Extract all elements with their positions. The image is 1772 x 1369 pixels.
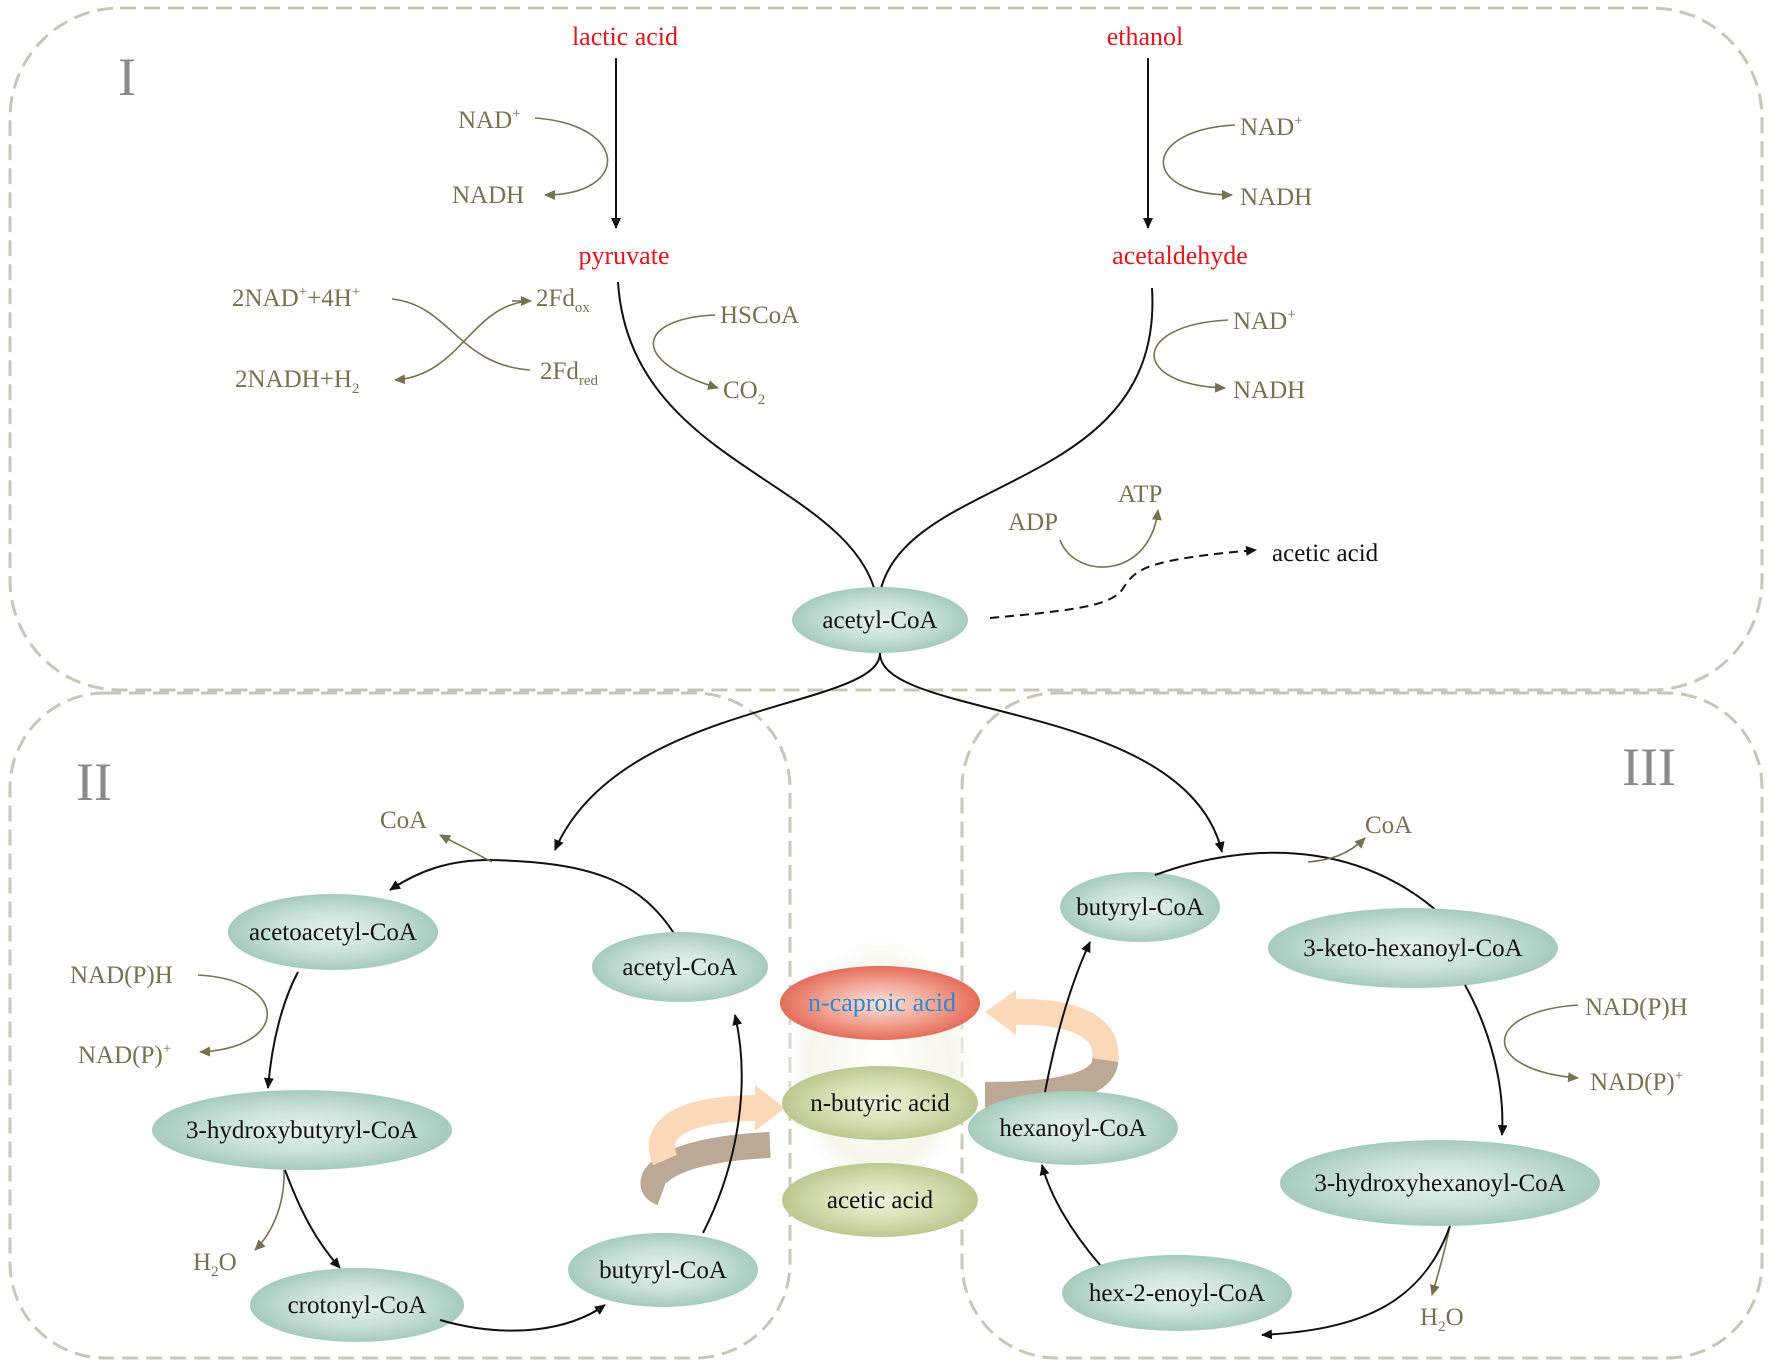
adp-label: ADP (1008, 509, 1058, 536)
right-swoosh-arrowhead (985, 990, 1016, 1035)
butyryl-to-acetyl-arrow-left (702, 1014, 743, 1234)
crotonyl-coa-label: crotonyl-CoA (288, 1292, 427, 1319)
coa-right-label: CoA (1365, 812, 1412, 839)
nad-nadh-curve-right-upper (1162, 124, 1236, 200)
acetyl-coa-left-label: acetyl-CoA (622, 954, 737, 981)
keto-hexanoyl-coa-node (1268, 908, 1558, 988)
hydroxybutyryl-to-crotonyl-arrow (284, 1169, 341, 1269)
pyruvate-label: pyruvate (579, 241, 670, 270)
fd-ox-label: 2Fdox (536, 285, 590, 316)
ethanol-label: ethanol (1107, 22, 1184, 51)
hydroxybutyryl-coa-label: 3-hydroxybutyryl-CoA (186, 1117, 418, 1144)
butyric-acid-label: n-butyric acid (810, 1090, 950, 1117)
hscoa-label: HSCoA (720, 302, 799, 329)
co2-label: CO2 (723, 377, 765, 408)
region-label-three: III (1622, 737, 1676, 797)
butyryl-coa-left-node (568, 1233, 758, 1307)
acetic-acid-center-label: acetic acid (827, 1187, 934, 1214)
nadp-right-label: NAD(P)+ (1590, 1068, 1683, 1096)
nadh-right-upper-label: NADH (1240, 184, 1312, 211)
h2o-right-label: H2O (1420, 1304, 1464, 1335)
nad-right-lower-label: NAD+ (1233, 307, 1296, 335)
hydroxyhexanoyl-to-hexenoyl-arrow (1261, 1225, 1451, 1340)
nadh-left-label: NADH (452, 182, 524, 209)
hex-enoyl-coa-node (1062, 1255, 1292, 1331)
keto-hexanoyl-coa-label: 3-keto-hexanoyl-CoA (1303, 935, 1522, 962)
right-swoosh-lower (984, 1052, 1119, 1108)
acetic-acid-top-label: acetic acid (1272, 540, 1379, 567)
crotonyl-to-butyryl-arrow (439, 1304, 606, 1332)
hexanoyl-coa-node (968, 1091, 1178, 1165)
butyryl-coa-right-node (1060, 872, 1220, 942)
acetoacetyl-coa-label: acetoacetyl-CoA (249, 919, 417, 946)
coa-release-left (439, 834, 493, 863)
left-swoosh-upper (648, 1095, 761, 1166)
hydroxybutyryl-coa-node (152, 1090, 452, 1170)
acetyl-coa-to-right-cycle-arrow (879, 652, 1225, 853)
hexenoyl-to-hexanoyl-arrow (1039, 1164, 1101, 1266)
nadh-right-lower-label: NADH (1233, 377, 1305, 404)
caproic-acid-node (780, 966, 980, 1040)
acetyl-coa-node-label: acetyl-CoA (822, 607, 937, 634)
nad-4h-label: 2NAD++4H+ (232, 284, 360, 312)
atp-label: ATP (1118, 481, 1162, 508)
right-swoosh-upper (1009, 998, 1119, 1062)
hydroxyhexanoyl-coa-node (1280, 1140, 1600, 1226)
nadh-h2-label: 2NADH+H2 (235, 366, 359, 397)
h2o-release-right (1430, 1225, 1451, 1296)
coa-left-label: CoA (380, 807, 427, 834)
region-one-box (8, 6, 1764, 692)
region-label-one: I (118, 47, 136, 107)
butyryl-coa-right-label: butyryl-CoA (1076, 894, 1204, 921)
nad-nadh-curve-right-lower (1153, 319, 1229, 393)
adp-atp-curve (1059, 509, 1162, 568)
coa-release-right (1307, 837, 1366, 863)
nadp-left-label: NAD(P)+ (78, 1041, 171, 1069)
nadph-right-label: NAD(P)H (1585, 994, 1688, 1021)
hscoa-co2-curve (652, 314, 719, 390)
nad-right-upper-label: NAD+ (1240, 113, 1303, 141)
nadph-left-label: NAD(P)H (70, 962, 173, 989)
h2o-release-left (254, 1169, 285, 1251)
h2o-left-label: H2O (193, 1249, 237, 1280)
hex-enoyl-coa-label: hex-2-enoyl-CoA (1089, 1280, 1265, 1307)
keto-to-hydroxyhexanoyl-arrow (1464, 984, 1508, 1136)
hexanoyl-coa-label: hexanoyl-CoA (999, 1115, 1146, 1142)
acetyl-coa-left-node (592, 932, 768, 1002)
nadph-nadp-curve-right (1503, 1004, 1579, 1083)
left-swoosh-arrowhead (755, 1085, 785, 1131)
fd-cross-curve-b (394, 300, 531, 385)
region-label-two: II (76, 752, 112, 812)
fd-red-label: 2Fdred (540, 358, 599, 389)
lactic-acid-label: lactic acid (572, 22, 678, 51)
acetaldehyde-to-acetyl-coa-arrow (877, 287, 1154, 606)
butyryl-to-keto-hexanoyl-arrow (1154, 851, 1471, 946)
acetyl-to-acetoacetyl-arrow (389, 858, 676, 936)
fd-ox-arrow-hidden (458, 301, 530, 330)
acetyl-coa-node (792, 587, 968, 653)
butyric-acid-node (782, 1066, 978, 1140)
region-two-box (8, 691, 792, 1360)
hydroxyhexanoyl-coa-label: 3-hydroxyhexanoyl-CoA (1314, 1170, 1565, 1197)
nadph-nadp-curve-left (197, 974, 269, 1057)
hexanoyl-to-butyryl-arrow-right (1044, 941, 1091, 1093)
butyryl-coa-left-label: butyryl-CoA (599, 1257, 727, 1284)
pyruvate-to-acetyl-coa-arrow (617, 281, 882, 606)
nad-left-label: NAD+ (458, 106, 521, 134)
acetyl-coa-to-acetic-acid-arrow (989, 545, 1257, 619)
fd-cross-curve-a (391, 298, 531, 371)
crotonyl-coa-node (250, 1268, 464, 1342)
acetaldehyde-label: acetaldehyde (1112, 241, 1248, 270)
nad-nadh-curve-left (534, 117, 609, 200)
caproic-acid-label: n-caproic acid (808, 988, 956, 1017)
acetic-acid-center-node (782, 1163, 978, 1237)
acetoacetyl-coa-node (228, 894, 438, 970)
acetyl-coa-to-left-cycle-arrow (554, 652, 881, 851)
acetoacetyl-to-hydroxybutyryl-arrow (263, 971, 299, 1089)
